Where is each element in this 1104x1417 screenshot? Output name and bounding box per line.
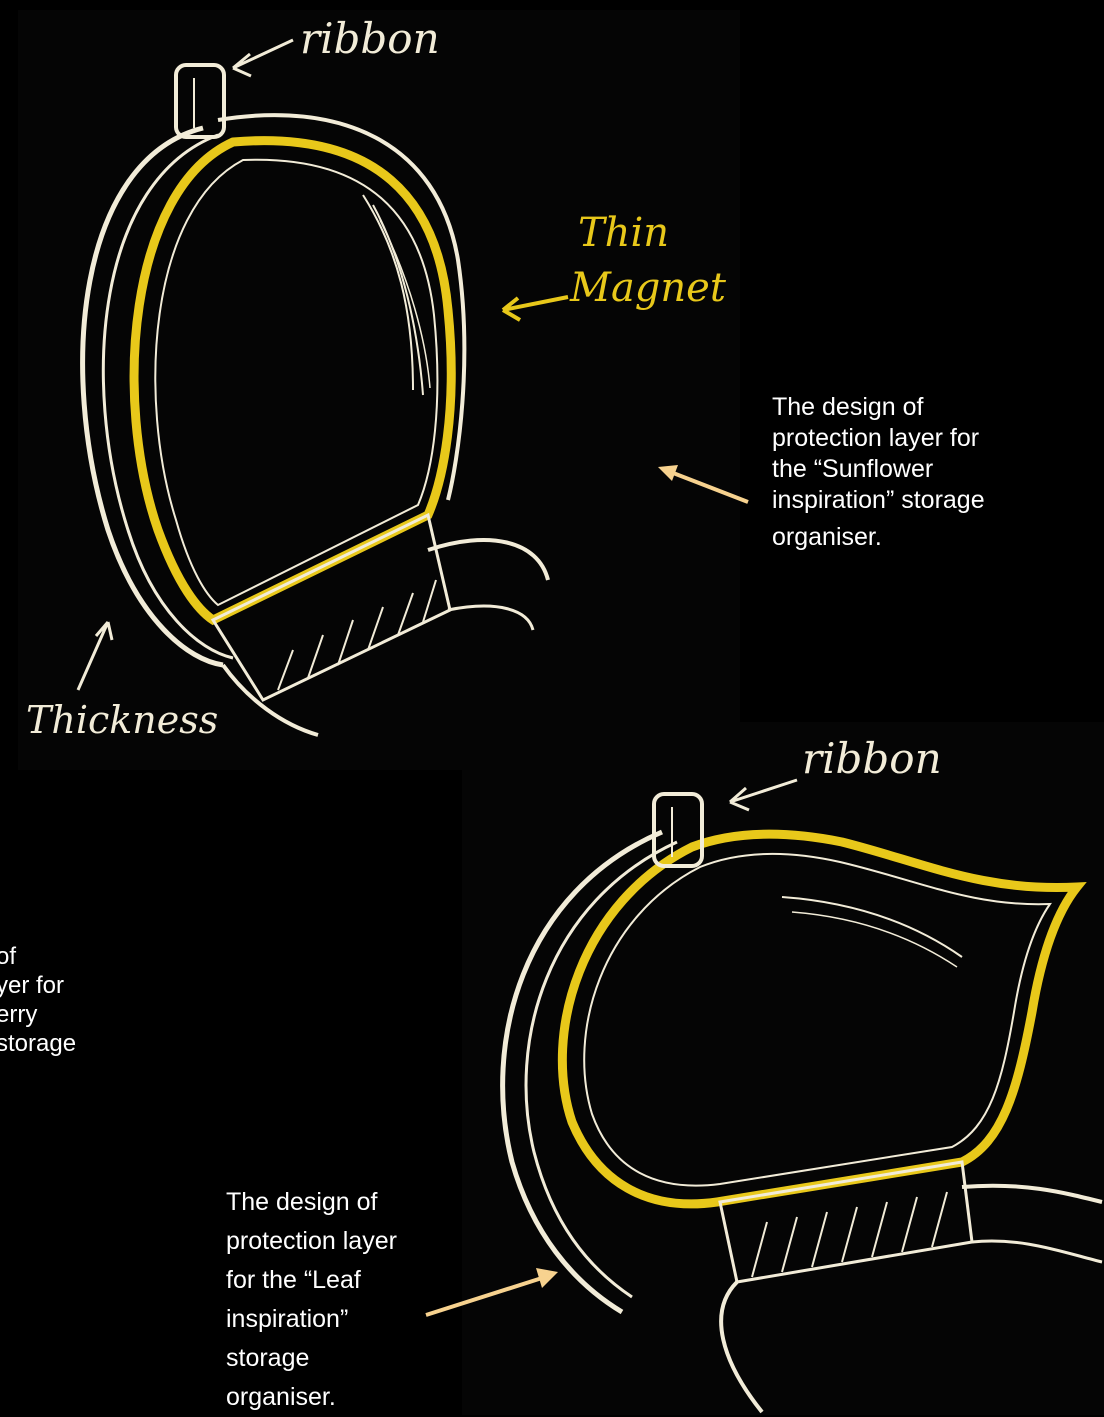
sunflower-sketch-panel: ribbon Thin Magnet Thickness <box>18 10 740 770</box>
leaf-stand-right-2 <box>972 1241 1102 1262</box>
magnet-label: Magnet <box>570 265 726 311</box>
magnet-ring-inner <box>155 160 437 605</box>
ribbon-tab <box>176 65 224 137</box>
leaf-base-block <box>720 1162 972 1282</box>
thickness-label: Thickness <box>26 698 218 742</box>
thin-label: Thin <box>578 210 669 256</box>
leaf-stand-right <box>962 1186 1102 1202</box>
stand-curve-right-2 <box>448 606 533 630</box>
leaf-caption: The design of protection layer for the “… <box>226 1183 397 1417</box>
ribbon-arrow <box>233 40 293 76</box>
stand-curve-right <box>428 540 548 580</box>
leaf-magnet-ring-inner <box>584 854 1050 1186</box>
stand-curve-left <box>223 665 318 735</box>
magnet-arrow <box>503 297 568 320</box>
leaf-stand-left <box>721 1282 762 1412</box>
leaf-ribbon-label: ribbon <box>802 734 942 783</box>
ribbon-label: ribbon <box>300 14 440 63</box>
sunflower-pointer-arrow <box>650 455 760 510</box>
magnet-ring-outer <box>134 141 451 620</box>
sunflower-sketch-drawing <box>18 10 740 770</box>
shine-stroke-2 <box>373 205 423 395</box>
partial-caption: of yer for erry storage <box>0 942 76 1058</box>
base-hatching <box>278 580 436 690</box>
sunflower-caption: The design of protection layer for the “… <box>772 392 985 553</box>
leaf-ribbon-arrow <box>730 780 797 810</box>
leaf-pointer-arrow <box>420 1262 565 1322</box>
thickness-arrow <box>78 622 112 690</box>
leaf-outer-shell-2 <box>526 842 677 1297</box>
leaf-magnet-ring <box>562 834 1077 1204</box>
